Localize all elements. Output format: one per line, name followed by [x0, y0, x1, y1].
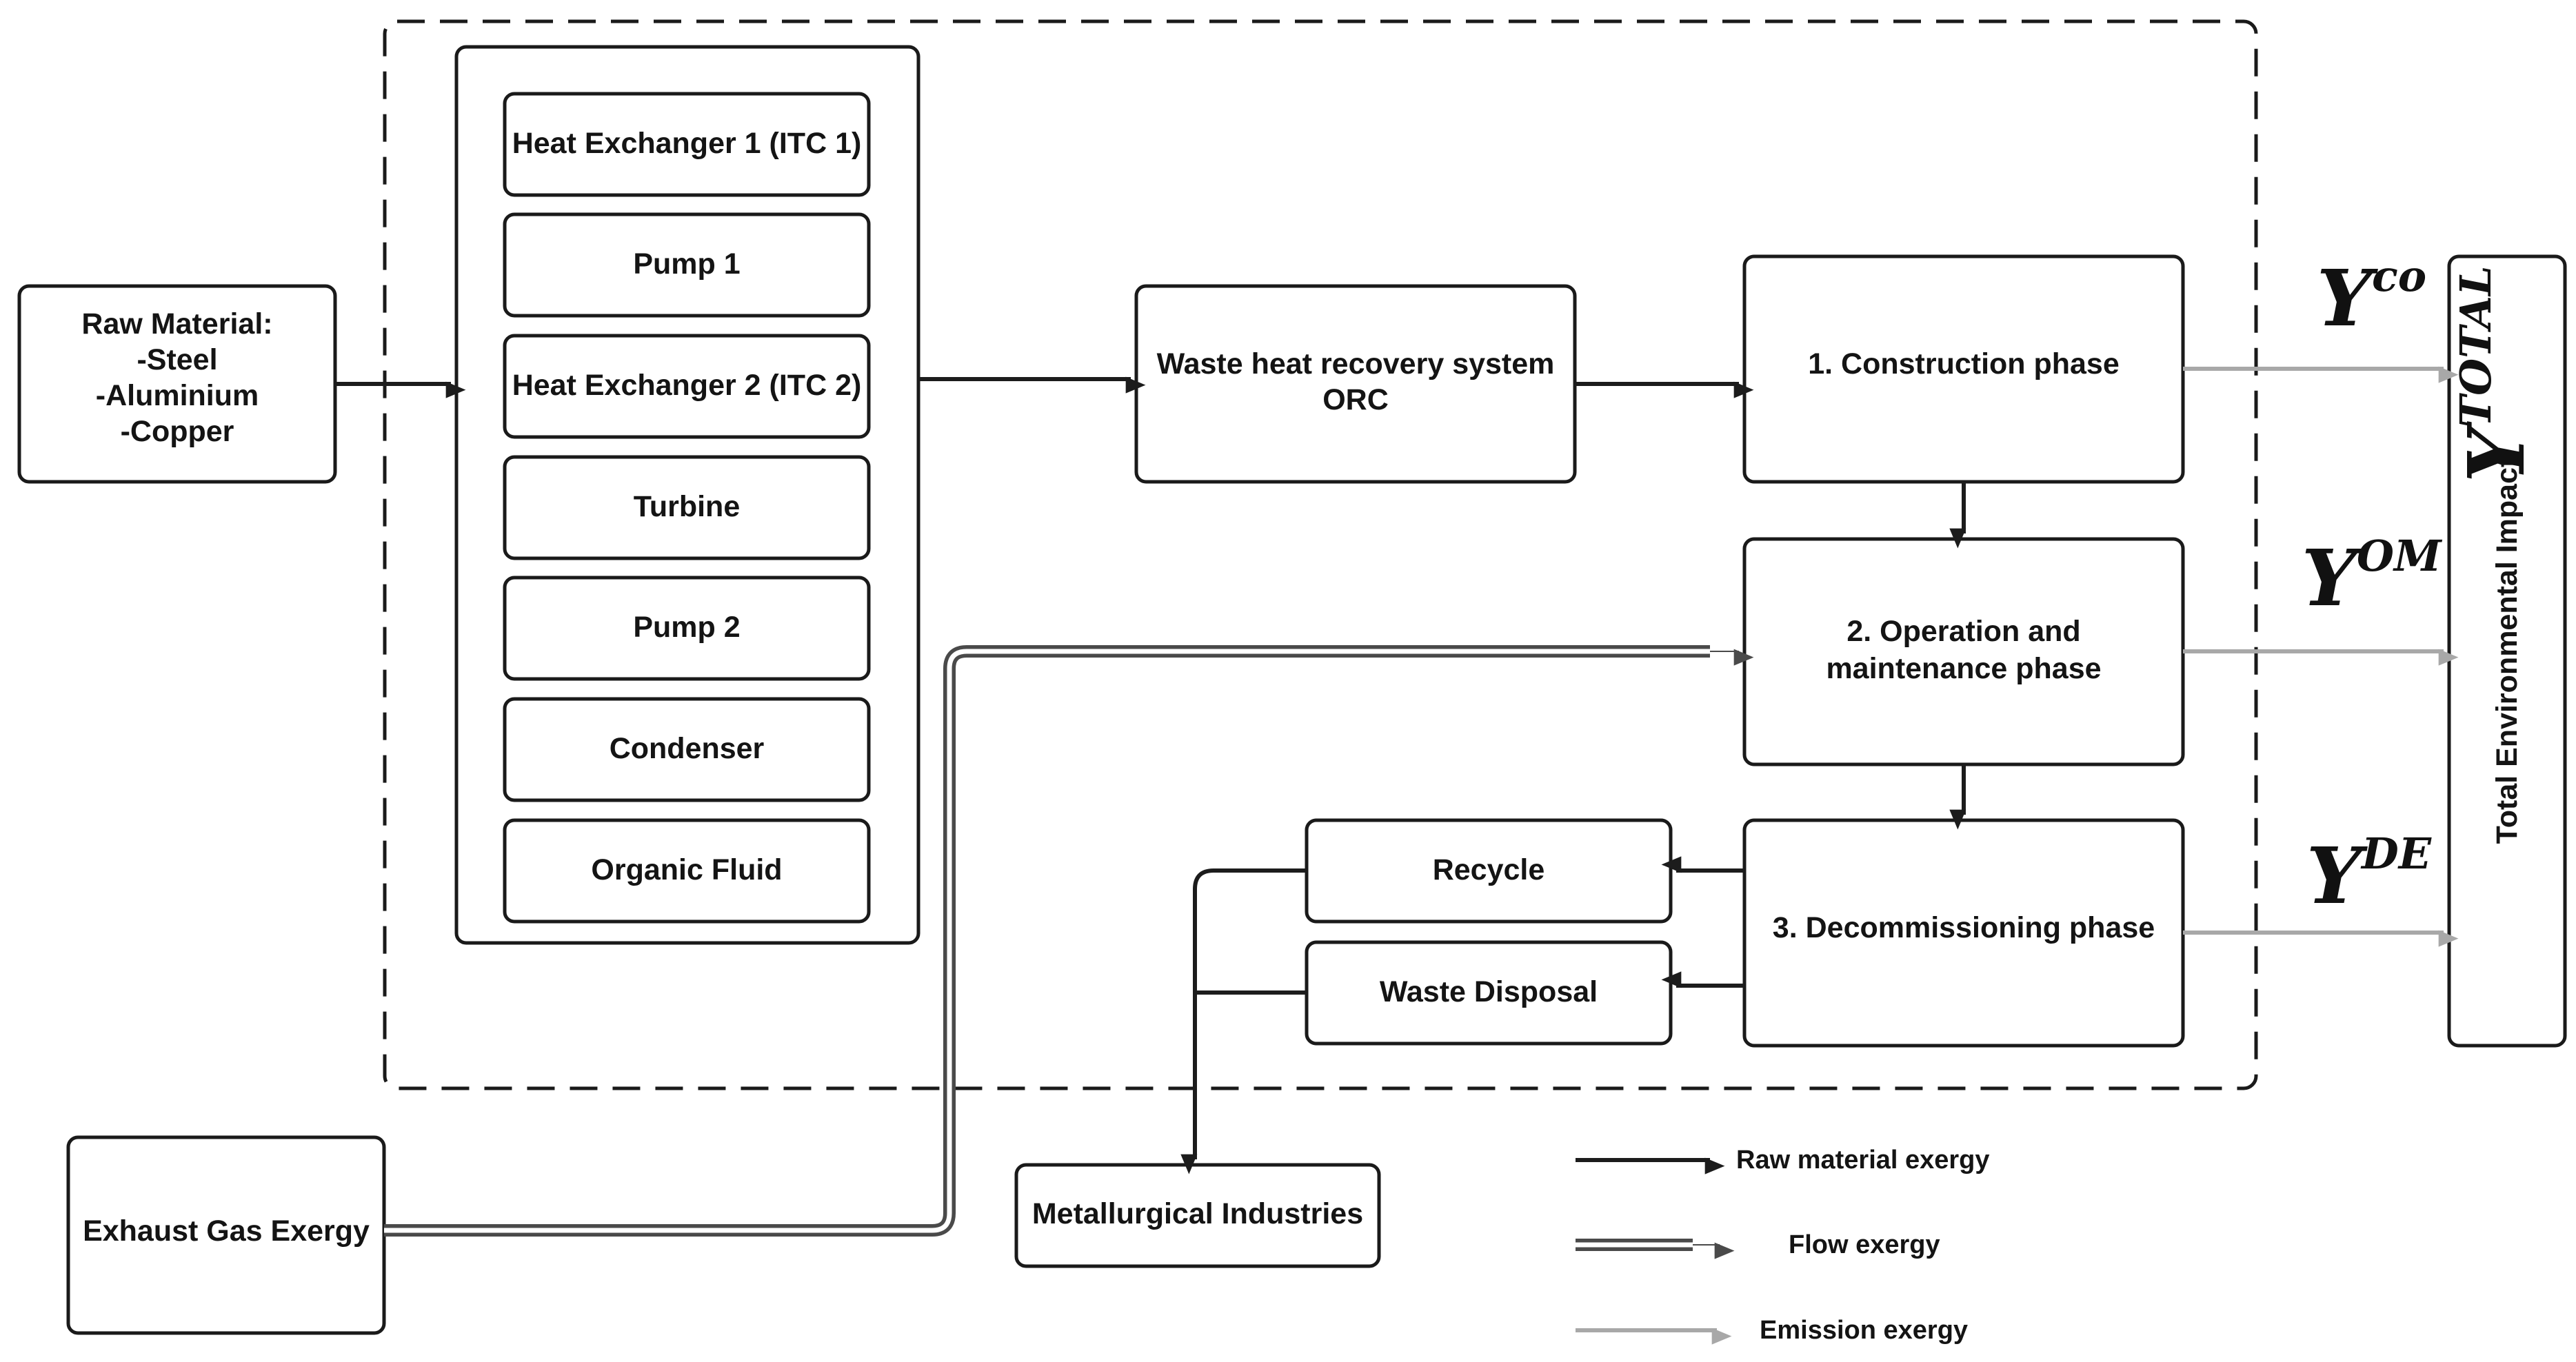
component-label: Turbine	[634, 490, 740, 523]
legend-flow-label: Flow exergy	[1789, 1230, 1940, 1259]
component-label: Heat Exchanger 2 (ITC 2)	[512, 369, 862, 402]
exhaust-gas-label: Exhaust Gas Exergy	[83, 1214, 370, 1248]
raw-material-title: Raw Material:	[81, 307, 272, 340]
total-impact-symbol: YTOTAL	[2451, 265, 2542, 482]
flow-exergy-inner	[384, 649, 1717, 1233]
symbol-sup: co	[2372, 251, 2426, 301]
whr-system-line1: Waste heat recovery system	[1157, 347, 1555, 380]
metallurgical-box: Metallurgical Industries	[1014, 1163, 1381, 1268]
component-label: Pump 1	[633, 247, 740, 281]
component-label: Heat Exchanger 1 (ITC 1)	[512, 127, 862, 160]
metallurgical-label: Metallurgical Industries	[1032, 1197, 1363, 1230]
component-heat-exchanger-2: Heat Exchanger 2 (ITC 2)	[503, 334, 871, 439]
operation-phase-line2: maintenance phase	[1826, 652, 2101, 685]
legend-emission-label: Emission exergy	[1760, 1316, 1968, 1345]
raw-material-box: Raw Material: -Steel -Aluminium -Copper	[17, 284, 337, 484]
emission-symbol-decommissioning: YDE	[2306, 829, 2432, 922]
total-symbol-base: Y	[2452, 421, 2542, 482]
operation-phase-line1: 2. Operation and	[1847, 615, 2080, 648]
total-symbol-sup: TOTAL	[2451, 265, 2501, 427]
system-boundary	[383, 19, 2258, 1090]
total-impact-label: Total Environmental Impact	[2491, 458, 2524, 844]
exhaust-gas-box: Exhaust Gas Exergy	[66, 1135, 386, 1335]
operation-phase-box: 2. Operation and maintenance phase	[1742, 537, 2185, 766]
symbol-base: Y	[2302, 533, 2363, 624]
recycle-box: Recycle	[1305, 818, 1673, 924]
raw-material-copper: -Copper	[121, 415, 234, 448]
whr-system-box: Waste heat recovery system ORC	[1134, 284, 1577, 484]
raw-material-aluminium: -Aluminium	[96, 379, 259, 412]
symbol-base: Y	[2317, 254, 2378, 344]
svg-text:YTOTAL: YTOTAL	[2451, 265, 2542, 482]
component-organic-fluid: Organic Fluid	[503, 818, 871, 924]
symbol-sup: OM	[2357, 531, 2443, 581]
component-turbine: Turbine	[503, 455, 871, 560]
construction-phase-label: 1. Construction phase	[1808, 347, 2120, 380]
symbol-base: Y	[2306, 831, 2368, 922]
symbol-sup: DE	[2360, 829, 2432, 879]
component-pump-1: Pump 1	[503, 212, 871, 318]
component-label: Condenser	[610, 732, 765, 765]
component-label: Pump 2	[633, 611, 740, 644]
waste-disposal-box: Waste Disposal	[1305, 940, 1673, 1046]
component-label: Organic Fluid	[591, 853, 782, 886]
raw-material-steel: -Steel	[137, 343, 217, 376]
recycle-label: Recycle	[1433, 853, 1545, 886]
legend-raw-material-label: Raw material exergy	[1736, 1146, 1990, 1175]
waste-disposal-label: Waste Disposal	[1380, 975, 1598, 1008]
emission-symbol-operation: YOM	[2302, 531, 2443, 624]
component-pump-2: Pump 2	[503, 576, 871, 681]
decommissioning-phase-label: 3. Decommissioning phase	[1773, 911, 2155, 944]
decommissioning-phase-box: 3. Decommissioning phase	[1742, 818, 2185, 1048]
whr-system-line2: ORC	[1322, 383, 1389, 416]
component-heat-exchanger-1: Heat Exchanger 1 (ITC 1)	[503, 92, 871, 197]
total-impact-box: Total Environmental Impact YTOTAL	[2447, 254, 2567, 1048]
arrow-recycle-to-metallurgical	[1180, 868, 1307, 1175]
component-condenser: Condenser	[503, 697, 871, 802]
emission-symbol-construction: Yco	[2317, 251, 2426, 344]
construction-phase-box: 1. Construction phase	[1742, 254, 2185, 484]
legend: Raw material exergy Flow exergy Emission…	[1576, 1146, 1990, 1345]
